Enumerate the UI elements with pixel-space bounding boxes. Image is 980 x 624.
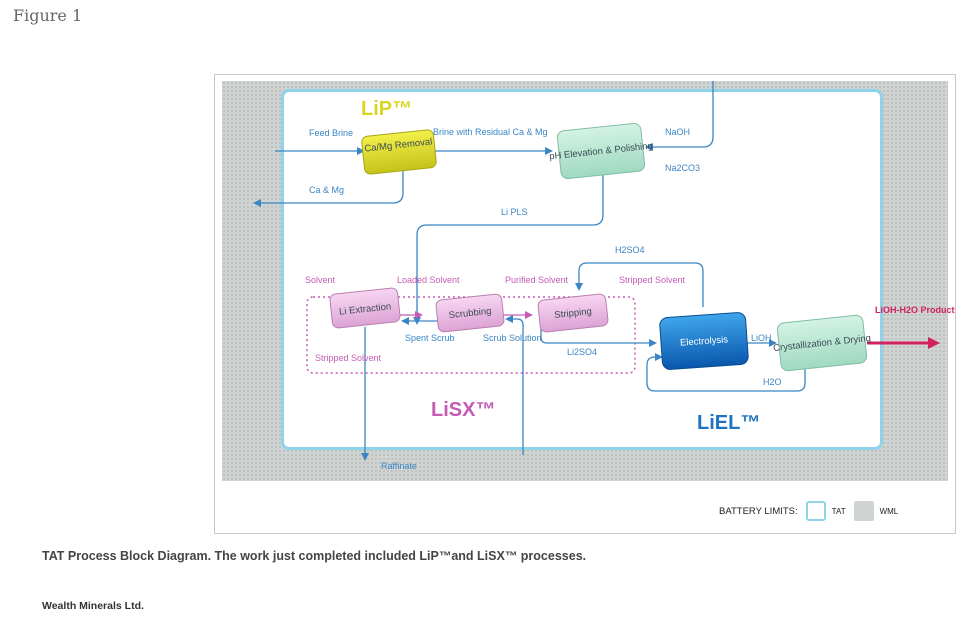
solvent-label: Solvent xyxy=(305,275,336,285)
raffinate-label: Raffinate xyxy=(381,461,417,471)
li-pls-stream xyxy=(413,173,604,325)
purified-solvent-label: Purified Solvent xyxy=(505,275,569,285)
product-label: LiOH-H2O Product xyxy=(875,305,955,315)
feed-brine-label: Feed Brine xyxy=(309,128,353,138)
electrolysis-block: Electrolysis xyxy=(659,312,749,370)
li2so4-stream xyxy=(540,323,657,347)
naoh-label: NaOH xyxy=(665,127,690,137)
lip-section-title: LiP™ xyxy=(361,98,412,120)
stripped-solvent-bottom-label: Stripped Solvent xyxy=(315,353,382,363)
stripping-label: Stripping xyxy=(554,306,592,321)
svg-text:Scrubbing: Scrubbing xyxy=(448,306,492,321)
legend-wml-swatch xyxy=(853,501,874,521)
legend-tat-label: TAT xyxy=(831,506,846,516)
lisx-section-title: LiSX™ xyxy=(431,399,495,421)
legend-wml-label: WML xyxy=(879,506,899,516)
loaded-solvent-label: Loaded Solvent xyxy=(397,275,460,285)
spent-scrub-label: Spent Scrub xyxy=(405,333,455,343)
diagram-frame: Ca/Mg Removal pH Elevation & Polishing L… xyxy=(214,74,956,534)
na2co3-label: Na2CO3 xyxy=(665,163,700,173)
lioh-label: LiOH xyxy=(751,333,772,343)
lisx-boundary xyxy=(306,296,636,374)
svg-text:Electrolysis: Electrolysis xyxy=(680,334,729,348)
camg-removal-block: Ca/Mg Removal xyxy=(361,129,437,175)
h2so4-recycle-stream xyxy=(575,262,704,307)
process-block-diagram: Ca/Mg Removal pH Elevation & Polishing L… xyxy=(253,81,955,471)
li2so4-label: Li2SO4 xyxy=(567,347,597,357)
brine-residual-label: Brine with Residual Ca & Mg xyxy=(433,127,548,137)
figure-caption: TAT Process Block Diagram. The work just… xyxy=(42,549,587,563)
figure-credit: Wealth Minerals Ltd. xyxy=(42,600,144,612)
h2so4-label: H2SO4 xyxy=(615,245,645,255)
ca-mg-stream xyxy=(253,171,404,207)
legend-tat-swatch xyxy=(805,501,826,521)
stripped-solvent-top-label: Stripped Solvent xyxy=(619,275,686,285)
scrub-solution-stream xyxy=(505,315,524,337)
li-extraction-block: Li Extraction xyxy=(329,287,401,329)
figure-label: Figure 1 xyxy=(13,6,83,25)
h2o-recycle-stream xyxy=(646,353,806,392)
scrub-solution-label: Scrub Solution xyxy=(483,333,542,343)
legend-title: BATTERY LIMITS: xyxy=(719,505,798,517)
scrubbing-label: Scrubbing xyxy=(448,306,492,321)
naoh-stream xyxy=(645,81,714,151)
svg-text:Stripping: Stripping xyxy=(554,306,592,321)
ph-elevation-block: pH Elevation & Polishing xyxy=(549,122,653,180)
li-extraction-label: Li Extraction xyxy=(339,301,392,317)
h2o-label: H2O xyxy=(763,377,782,387)
li-pls-label: Li PLS xyxy=(501,207,528,217)
liel-section-title: LiEL™ xyxy=(697,412,760,434)
battery-limits-legend: BATTERY LIMITS: TAT WML xyxy=(719,499,898,523)
scrubbing-block: Scrubbing xyxy=(435,293,505,333)
electrolysis-label: Electrolysis xyxy=(680,334,729,348)
svg-text:Li Extraction: Li Extraction xyxy=(339,301,392,317)
crystallization-block: Crystallization & Drying xyxy=(773,314,871,372)
stripping-block: Stripping xyxy=(537,293,609,333)
ca-mg-label: Ca & Mg xyxy=(309,185,344,195)
